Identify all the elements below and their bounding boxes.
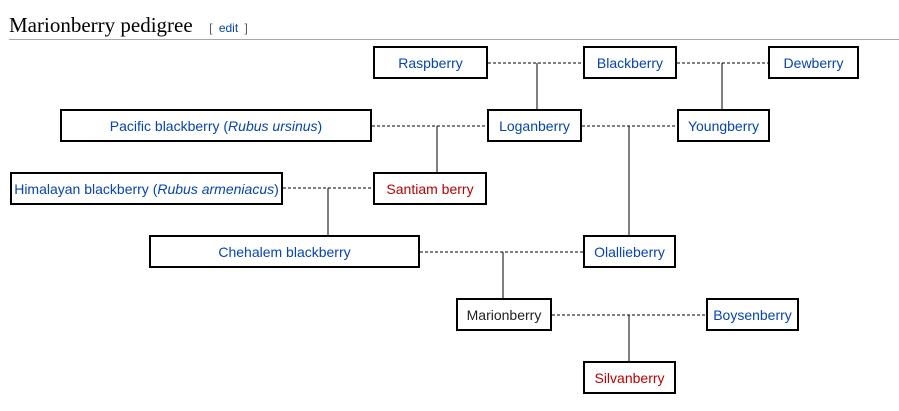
node-label: Dewberry	[783, 54, 844, 71]
edit-link[interactable]: edit	[218, 21, 239, 35]
node-label: Marionberry	[466, 306, 542, 323]
section-heading: Marionberry pedigree [ edit ]	[9, 10, 899, 40]
node-label: Loganberry	[499, 117, 570, 134]
node-blackberry[interactable]: Blackberry	[583, 46, 677, 79]
node-label: Santiam berry	[386, 180, 474, 197]
node-boysenberry[interactable]: Boysenberry	[706, 298, 799, 331]
common-name: Himalayan blackberry (	[14, 180, 158, 197]
edit-section: [ edit ]	[209, 21, 248, 35]
node-label: Blackberry	[596, 54, 664, 71]
edit-bracket-open: [	[209, 21, 213, 35]
latin-name: Rubus armeniacus	[157, 180, 275, 197]
common-name: Pacific blackberry (	[109, 117, 229, 134]
node-youngberry[interactable]: Youngberry	[677, 109, 770, 142]
node-label: Raspberry	[398, 54, 463, 71]
node-loganberry[interactable]: Loganberry	[487, 109, 582, 142]
node-pacific-blackberry[interactable]: Pacific blackberry (Rubus ursinus)	[60, 109, 372, 142]
node-label: Himalayan blackberry (Rubus armeniacus)	[14, 181, 279, 197]
node-label: Silvanberry	[594, 369, 665, 386]
node-label: Boysenberry	[713, 306, 792, 323]
node-label: Chehalem blackberry	[218, 243, 351, 260]
node-silvanberry[interactable]: Silvanberry	[583, 361, 676, 394]
node-raspberry[interactable]: Raspberry	[373, 46, 488, 79]
paren-close: )	[274, 180, 279, 197]
node-dewberry[interactable]: Dewberry	[768, 46, 859, 79]
node-chehalem-blackberry[interactable]: Chehalem blackberry	[149, 235, 420, 268]
node-label: Pacific blackberry (Rubus ursinus)	[110, 118, 322, 134]
paren-close: )	[317, 117, 323, 134]
node-label: Youngberry	[687, 117, 760, 134]
node-himalayan-blackberry[interactable]: Himalayan blackberry (Rubus armeniacus)	[10, 172, 283, 205]
edit-bracket-close: ]	[244, 21, 248, 35]
node-marionberry: Marionberry	[456, 298, 552, 331]
node-label: Olallieberry	[594, 243, 665, 260]
node-santiam-berry[interactable]: Santiam berry	[373, 172, 487, 205]
latin-name: Rubus ursinus	[228, 117, 318, 134]
node-olallieberry[interactable]: Olallieberry	[583, 235, 676, 268]
section-title: Marionberry pedigree	[9, 13, 193, 37]
